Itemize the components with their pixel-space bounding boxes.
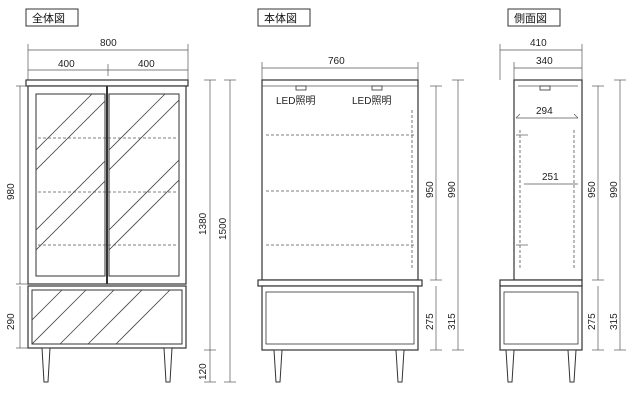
side-upper-inner-label: 950 (587, 181, 598, 198)
side-leg-left (505, 349, 515, 383)
front-title-box (25, 8, 79, 27)
front-total-h-label: 1380 (198, 212, 209, 235)
front-upper-h-label: 980 (6, 183, 17, 200)
front-lower-panel (31, 289, 183, 345)
side-shelf-top-label: 294 (536, 106, 553, 117)
side-title-box (507, 8, 561, 27)
front-left-glass-door (35, 93, 106, 277)
front-width-label: 800 (100, 38, 117, 49)
body-upper-inner-label: 950 (425, 181, 436, 198)
side-led-fixture (539, 85, 551, 91)
side-depth-label: 410 (530, 38, 547, 49)
side-upper-cabinet (513, 79, 583, 281)
front-leg-h-label: 120 (198, 363, 209, 380)
led-right-label: LED照明 (352, 95, 391, 107)
side-shelf-mid-label: 251 (542, 172, 559, 183)
side-leg-right (567, 349, 577, 383)
body-leg-right (395, 349, 405, 383)
front-top-slab (25, 79, 189, 87)
front-overall-h-label: 1500 (218, 217, 229, 240)
body-view: 本体図 760 LED照明 LED照明 950 990 275 3 (257, 8, 464, 383)
body-middle-slab (257, 279, 423, 287)
led-left-label: LED照明 (276, 95, 315, 107)
front-leg-right (163, 347, 173, 383)
side-inner-depth-label: 340 (536, 56, 553, 67)
body-upper-outer-label: 990 (447, 181, 458, 198)
front-view: 全体図 800 400 400 (6, 8, 236, 383)
body-leg-left (273, 349, 283, 383)
body-title-box (257, 8, 311, 27)
led-fixture-left (295, 85, 307, 91)
led-fixture-right (371, 85, 383, 91)
side-title: 側面図 (514, 12, 547, 25)
body-width-label: 760 (328, 56, 345, 67)
side-view: 側面図 410 340 294 251 950 990 (499, 8, 626, 383)
body-lower-inner-label: 275 (425, 313, 436, 330)
front-right-glass-door (108, 93, 180, 277)
front-leg-left (41, 347, 51, 383)
side-lower-outer-label: 315 (609, 313, 620, 330)
body-title: 本体図 (264, 11, 297, 25)
body-lower-outer-label: 315 (447, 313, 458, 330)
front-title: 全体図 (32, 11, 65, 25)
front-half-right-label: 400 (138, 59, 155, 70)
side-lower-inner-label: 275 (587, 313, 598, 330)
side-upper-outer-label: 990 (609, 181, 620, 198)
side-middle-slab (499, 279, 583, 287)
body-upper-cabinet (261, 79, 419, 281)
front-half-left-label: 400 (58, 59, 75, 70)
front-lower-h-label: 290 (6, 313, 17, 330)
